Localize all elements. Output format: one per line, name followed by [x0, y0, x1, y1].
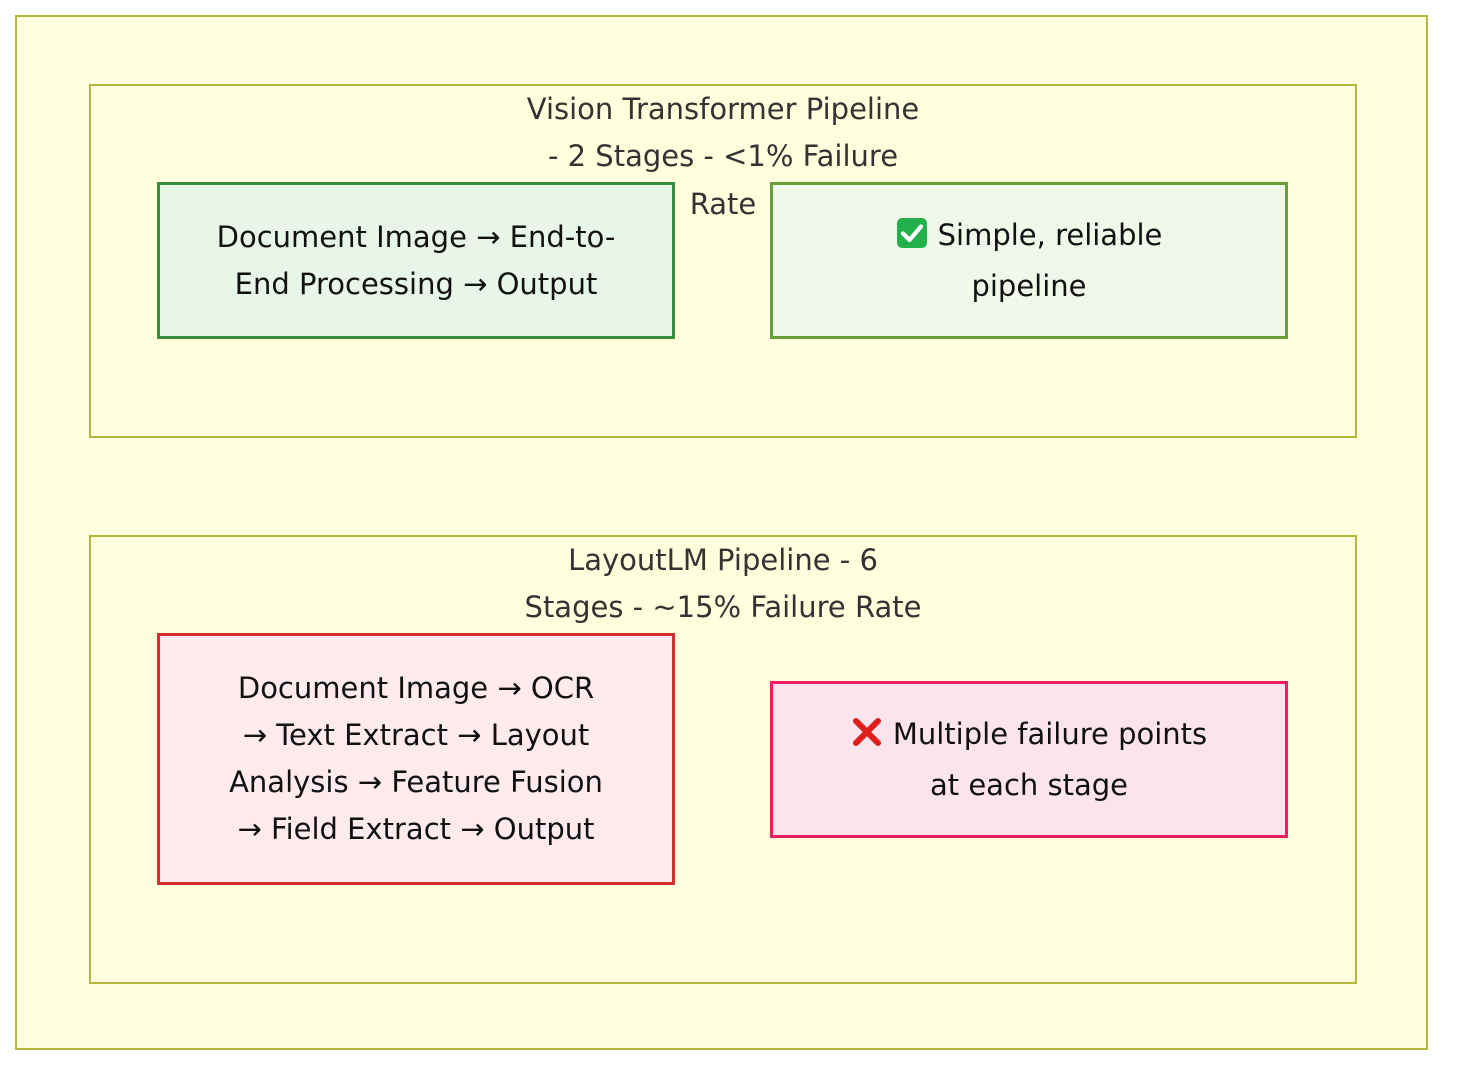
layoutlm-process-line1: Document Image → OCR: [237, 671, 595, 705]
vit-result-line2: pipeline: [971, 268, 1087, 303]
layoutlm-result-node[interactable]: Multiple failure points at each stage: [770, 681, 1288, 838]
vit-process-line1: Document Image → End-to-: [216, 219, 616, 254]
vit-result-line1: Simple, reliable: [937, 217, 1163, 252]
vit-group-title-line1: Vision Transformer Pipeline: [526, 92, 920, 126]
layoutlm-process-line3: Analysis → Feature Fusion: [229, 765, 603, 799]
layoutlm-process-line2: → Text Extract → Layout: [242, 718, 590, 752]
layoutlm-result-line1: Multiple failure points: [892, 716, 1208, 751]
cross-mark-icon: [851, 715, 883, 762]
vit-process-line2: End Processing → Output: [234, 266, 598, 301]
layoutlm-result-line2: at each stage: [929, 767, 1128, 802]
vit-pipeline-group: Vision Transformer Pipeline - 2 Stages -…: [89, 84, 1357, 438]
layoutlm-group-title-line2: Stages - ~15% Failure Rate: [524, 590, 922, 624]
check-mark-icon: [896, 216, 928, 263]
layoutlm-process-node[interactable]: Document Image → OCR → Text Extract → La…: [157, 633, 675, 885]
vit-group-title-line3: Rate: [689, 187, 757, 221]
layoutlm-group-title-line1: LayoutLM Pipeline - 6: [568, 543, 878, 577]
vit-result-node[interactable]: Simple, reliable pipeline: [770, 182, 1288, 339]
vit-group-title-line2: - 2 Stages - <1% Failure: [547, 139, 899, 173]
vit-process-node[interactable]: Document Image → End-to- End Processing …: [157, 182, 675, 339]
layoutlm-process-line4: → Field Extract → Output: [237, 812, 595, 846]
